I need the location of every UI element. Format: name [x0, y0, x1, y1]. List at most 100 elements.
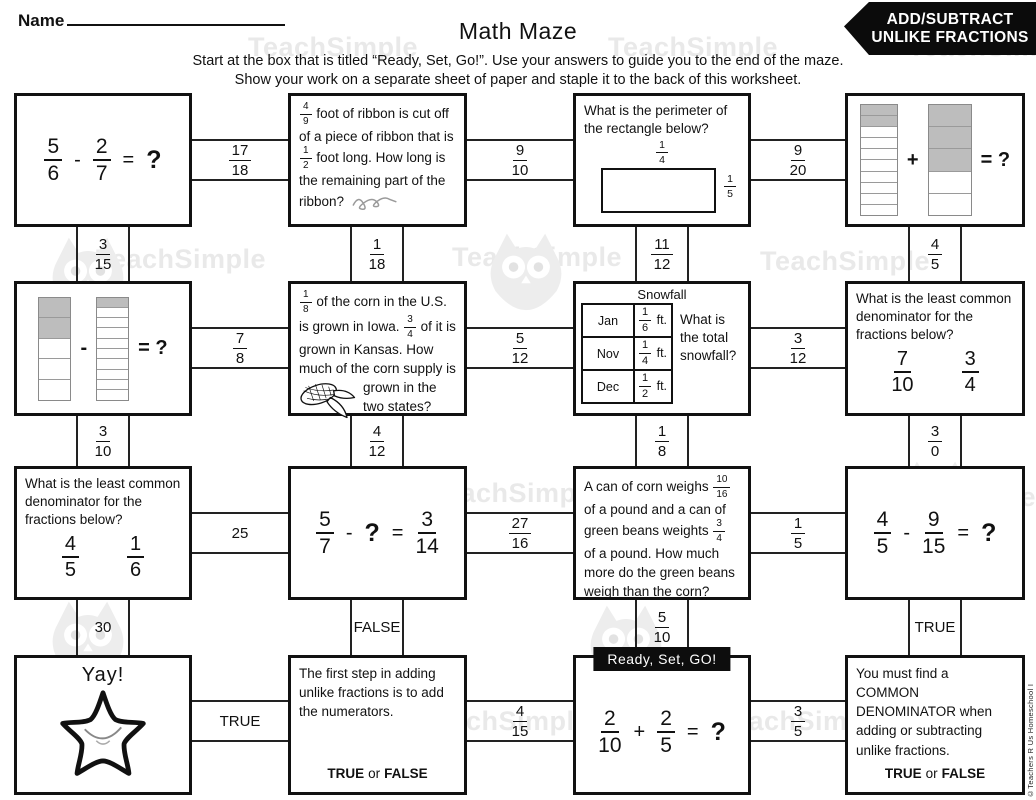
- path-answer-label: TRUE: [219, 712, 261, 730]
- false-option: FALSE: [941, 766, 986, 781]
- watermark-text: TeachSimple: [96, 244, 267, 274]
- fraction-bar-fifths: [927, 104, 972, 216]
- smiling-star-icon: [60, 690, 146, 776]
- badge-line2: UNLIKE FRACTIONS: [871, 28, 1029, 46]
- finish-label: Yay!: [81, 664, 125, 686]
- question-text: What is the least common denominator for…: [25, 476, 181, 527]
- unit-label: ft.: [656, 378, 668, 393]
- ribbon-icon: [352, 197, 397, 211]
- yay-finish-box: Yay!: [14, 655, 192, 795]
- rectangle-shape: [601, 167, 716, 213]
- watermark-text: TeachSimple: [760, 246, 931, 276]
- path-connector-v9: 30: [76, 597, 130, 658]
- equals-question: = ?: [980, 148, 1011, 171]
- equals-question: = ?: [138, 337, 168, 359]
- owl-watermark-icon: [490, 233, 562, 311]
- badge-line1: ADD/SUBTRACT: [886, 10, 1014, 28]
- name-label: Name: [18, 11, 65, 30]
- or-label: or: [368, 766, 381, 781]
- true-false-box-1: The first step in adding unlike fraction…: [288, 655, 467, 795]
- bar-model: - = ?: [17, 284, 189, 413]
- instructions-line2: Show your work on a separate sheet of pa…: [234, 72, 802, 89]
- question-text: What is the total snowfall?: [680, 312, 737, 364]
- table-title: Snowfall: [637, 287, 687, 302]
- bar-model-addition-box: + = ?: [845, 93, 1025, 227]
- page-title: Math Maze: [458, 18, 578, 44]
- name-blank-line: [67, 8, 286, 26]
- statement-text: The first step in adding unlike fraction…: [299, 666, 444, 720]
- unit-label: ft.: [656, 312, 668, 327]
- name-field: Name: [18, 8, 286, 31]
- copyright-text: ©Teachers R Us Homeschool I: [1026, 683, 1035, 798]
- false-option: FALSE: [384, 766, 428, 781]
- true-option: TRUE: [884, 766, 922, 781]
- instructions-line1: Start at the box that is titled “Ready, …: [192, 53, 844, 69]
- minus-operator: -: [80, 337, 88, 359]
- question-text: What is the perimeter of the rectangle b…: [584, 103, 728, 136]
- or-label: or: [925, 766, 938, 781]
- fraction-bar-fifths: [38, 296, 72, 401]
- true-false-box-2: You must find a COMMON DENOMINATOR when …: [845, 655, 1025, 795]
- month-cell: Jan: [581, 303, 635, 338]
- lcd-question-box-2: What is the least common denominator for…: [14, 466, 192, 600]
- bar-model: + = ?: [848, 96, 1022, 224]
- fraction-bar-tenths: [96, 296, 130, 401]
- fraction-bar-tenths: [859, 104, 898, 216]
- path-connector-h10: TRUE: [188, 700, 292, 742]
- month-cell: Dec: [581, 369, 635, 404]
- lcd-question-box-1: What is the least common denominator for…: [845, 281, 1025, 416]
- instructions: Start at the box that is titled “Ready, …: [0, 52, 1036, 90]
- path-connector-h7: 25: [188, 512, 292, 554]
- path-answer-label: 30: [94, 619, 112, 636]
